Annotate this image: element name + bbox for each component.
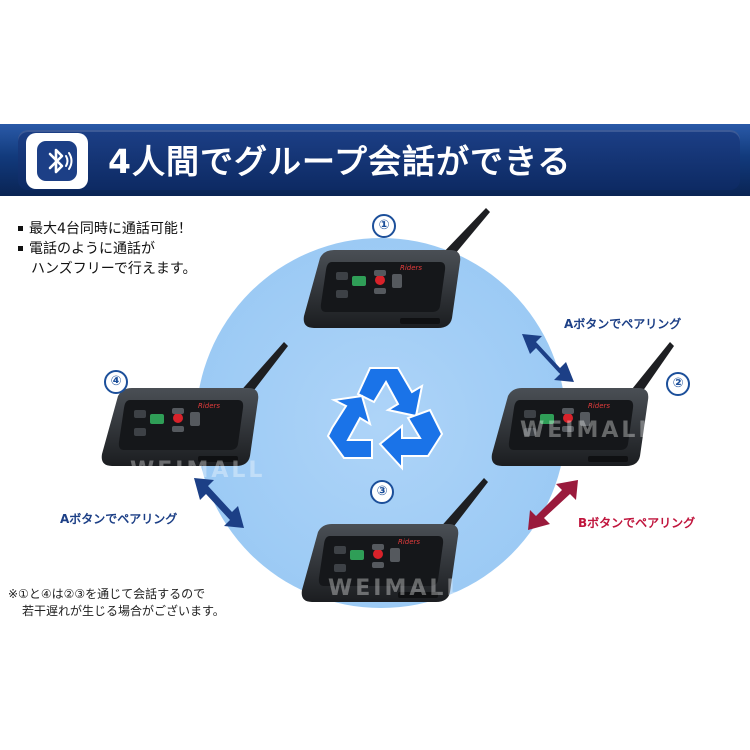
- pairing-arrow-a-right: [522, 334, 574, 382]
- pairing-label-b-right: Bボタンでペアリング: [578, 516, 696, 530]
- watermark: WEIMALL: [130, 458, 266, 483]
- recycle-icon: [326, 367, 444, 471]
- watermark: WEIMALL: [520, 418, 656, 443]
- bluetooth-icon: [26, 133, 88, 189]
- svg-text:Riders: Riders: [400, 264, 422, 272]
- device-number-3: ③: [370, 480, 394, 504]
- pairing-label-a-right: Aボタンでペアリング: [564, 317, 682, 331]
- device-number-4: ④: [104, 370, 128, 394]
- pairing-arrow-a-left: [194, 478, 244, 528]
- footnote-line: ※①と④は②③を通じて会話するので: [8, 587, 206, 601]
- bullet-icon: [18, 245, 23, 251]
- svg-text:Riders: Riders: [198, 402, 220, 410]
- intercom-device-4: Riders: [101, 342, 288, 466]
- watermark: WEIMALL: [328, 576, 464, 601]
- feature-list: 最大4台同時に通話可能！ 電話のように通話が ハンズフリーで行えます。: [16, 219, 276, 279]
- intercom-device-2: Riders: [491, 342, 674, 466]
- footnote: ※①と④は②③を通じて会話するので 若干遅れが生じる場合がございます。: [8, 586, 308, 620]
- device-number-2: ②: [666, 372, 690, 396]
- bullet-icon: [18, 225, 23, 231]
- pairing-arrow-b-right: [528, 480, 578, 530]
- pairing-label-a-left: Aボタンでペアリング: [60, 512, 178, 526]
- device-number-1: ①: [372, 214, 396, 238]
- svg-text:Riders: Riders: [588, 402, 610, 410]
- feature-item: 電話のように通話が: [16, 239, 276, 259]
- feature-item: 最大4台同時に通話可能！: [16, 219, 276, 239]
- footnote-line: 若干遅れが生じる場合がございます。: [22, 604, 225, 618]
- feature-item-continuation: ハンズフリーで行えます。: [31, 261, 197, 277]
- svg-text:Riders: Riders: [398, 538, 420, 546]
- intercom-device-1: Riders: [303, 208, 490, 328]
- intercom-device-3: Riders: [301, 478, 488, 602]
- title-banner-inner: [18, 130, 740, 190]
- page-title: 4人間でグループ会話ができる: [108, 142, 572, 181]
